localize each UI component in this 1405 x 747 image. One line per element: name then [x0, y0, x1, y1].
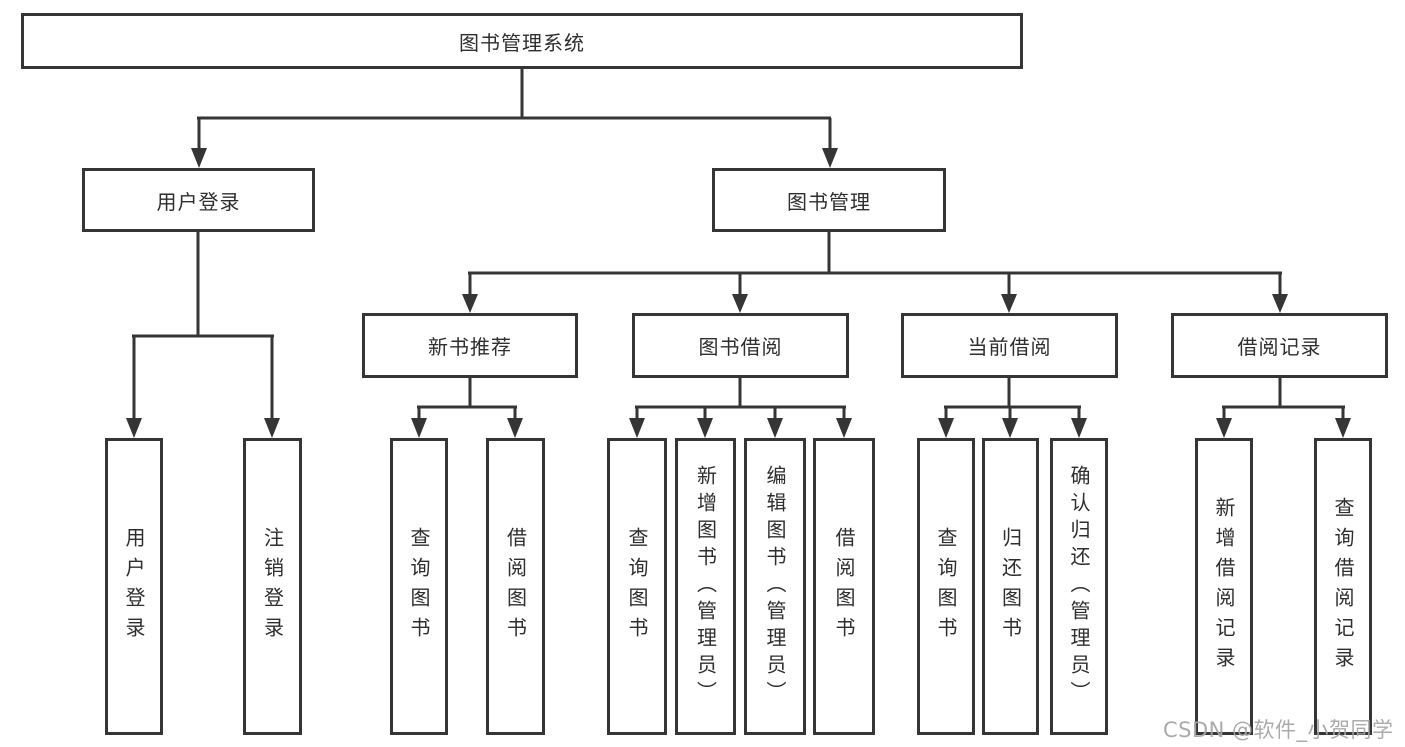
node-borrow-records: 借阅记录	[1171, 313, 1388, 378]
node-book-management-label: 图书管理	[787, 189, 871, 214]
leaf-borrow-books: 借阅图书	[813, 438, 875, 735]
node-user-login: 用户登录	[82, 168, 315, 232]
leaf-user-login: 用户登录	[105, 438, 163, 735]
leaf-user-login-label: 用户登录	[122, 526, 146, 647]
leaf-query-books-current: 查询图书	[917, 438, 975, 735]
arrowhead-icons	[126, 148, 1351, 438]
leaf-confirm-return-admin-label: 确认归还（管理员）	[1067, 465, 1091, 708]
leaf-borrow-books-recommend-label: 借阅图书	[503, 526, 528, 647]
node-new-book-recommend: 新书推荐	[362, 313, 578, 378]
node-new-book-recommend-label: 新书推荐	[428, 335, 512, 359]
leaf-logout-label: 注销登录	[260, 526, 285, 647]
watermark: CSDN @软件_小贺同学	[1163, 718, 1394, 742]
node-user-login-label: 用户登录	[156, 189, 241, 214]
leaf-add-borrow-record: 新增借阅记录	[1195, 438, 1253, 735]
leaf-query-books-current-label: 查询图书	[934, 526, 958, 647]
leaf-confirm-return-admin: 确认归还（管理员）	[1050, 438, 1108, 735]
leaf-edit-book-admin: 编辑图书（管理员）	[744, 438, 806, 735]
leaf-query-borrow-record-label: 查询借阅记录	[1331, 496, 1355, 677]
leaf-query-borrow-record: 查询借阅记录	[1314, 438, 1372, 735]
node-book-borrow-label: 图书借阅	[698, 335, 783, 359]
leaf-query-books-borrow-label: 查询图书	[625, 526, 649, 647]
node-system-root-label: 图书管理系统	[459, 30, 585, 55]
leaf-query-books-borrow: 查询图书	[607, 438, 667, 735]
leaf-add-borrow-record-label: 新增借阅记录	[1212, 496, 1236, 677]
node-borrow-records-label: 借阅记录	[1237, 335, 1322, 359]
leaf-query-books-recommend: 查询图书	[390, 438, 448, 735]
node-book-borrow: 图书借阅	[632, 313, 849, 378]
node-current-borrow-label: 当前借阅	[967, 335, 1052, 359]
leaf-logout: 注销登录	[243, 438, 302, 735]
node-system-root: 图书管理系统	[21, 13, 1023, 69]
leaf-add-book-admin-label: 新增图书（管理员）	[693, 465, 718, 708]
leaf-return-book-label: 归还图书	[998, 526, 1023, 647]
leaf-return-book: 归还图书	[982, 438, 1039, 735]
node-current-borrow: 当前借阅	[901, 313, 1118, 378]
leaf-edit-book-admin-label: 编辑图书（管理员）	[763, 465, 787, 708]
leaf-query-books-recommend-label: 查询图书	[407, 526, 431, 647]
leaf-borrow-books-label: 借阅图书	[832, 526, 856, 647]
leaf-add-book-admin: 新增图书（管理员）	[675, 438, 736, 735]
leaf-borrow-books-recommend: 借阅图书	[486, 438, 545, 735]
node-book-management: 图书管理	[712, 168, 946, 232]
